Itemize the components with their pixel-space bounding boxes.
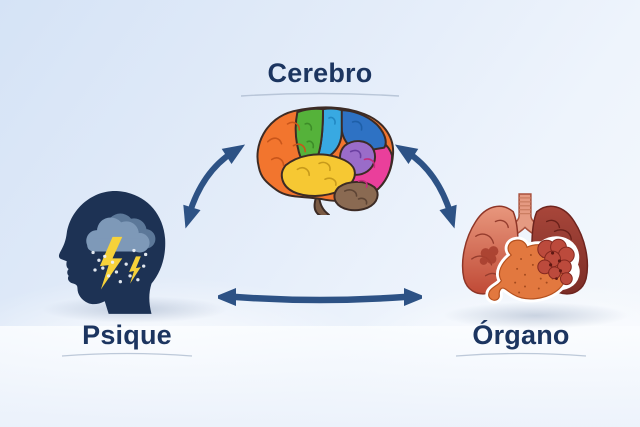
lightning-bolt-small <box>129 256 141 284</box>
stomach-mass <box>537 238 575 286</box>
rain-drops <box>91 248 148 284</box>
psique-underline-swoosh <box>61 352 193 357</box>
brain-icon <box>256 106 395 215</box>
lightning-bolt <box>99 236 123 290</box>
psique-label: Psique <box>82 320 172 350</box>
cerebro-label: Cerebro <box>267 58 373 88</box>
arrow-psique-cerebro <box>183 144 246 229</box>
arrow-cerebro-organo <box>394 144 457 229</box>
cerebro-underline-swoosh <box>240 92 400 97</box>
stomach-mass-crevices <box>549 251 563 281</box>
head-storm-icon <box>58 191 166 314</box>
lungs-stomach-icon <box>461 193 589 304</box>
organo-label: Órgano <box>472 320 570 350</box>
organo-underline-swoosh <box>455 352 587 357</box>
arrow-psique-organo <box>218 288 422 306</box>
